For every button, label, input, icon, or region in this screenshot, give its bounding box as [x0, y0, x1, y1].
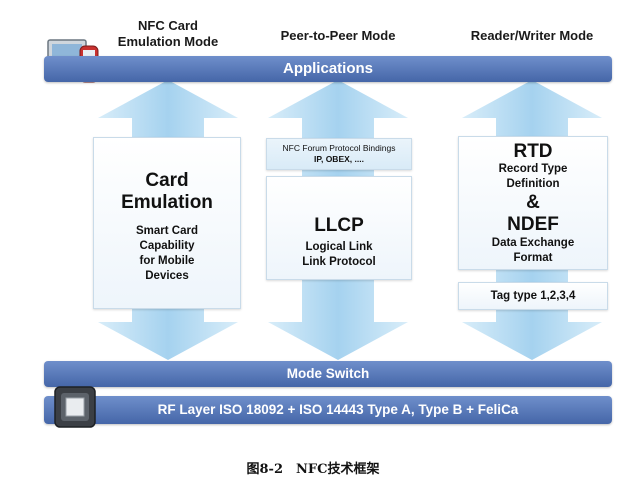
protocol-bindings-line2: IP, OBEX, ....	[314, 154, 364, 164]
rf-layer-bar: RF Layer ISO 18092 + ISO 14443 Type A, T…	[44, 396, 612, 424]
desc-line: Smart Card	[136, 225, 198, 237]
protocol-bindings-line1: NFC Forum Protocol Bindings	[282, 143, 396, 153]
reader-writer-mode-title: Reader/Writer Mode	[470, 28, 594, 43]
rtd-desc-line1: Record Type	[498, 163, 568, 175]
ndef-desc-line2: Format	[513, 252, 553, 264]
ndef-desc-line1: Data Exchange	[491, 237, 575, 249]
card-emulation-panel: Card Emulation Smart Card Capability for…	[93, 137, 241, 309]
tag-type-panel: Tag type 1,2,3,4	[458, 282, 608, 310]
figure-caption: 图8-2 NFC技术框架	[246, 462, 380, 477]
ampersand: &	[526, 192, 540, 213]
mode-title-line2: Emulation Mode	[117, 34, 219, 49]
rtd-ndef-panel: RTD Record Type Definition & NDEF Data E…	[458, 136, 608, 270]
ndef-title: NDEF	[507, 214, 559, 235]
rtd-title: RTD	[513, 141, 553, 162]
llcp-desc-line2: Link Protocol	[302, 256, 376, 268]
llcp-title: LLCP	[314, 215, 364, 236]
llcp-panel: LLCP Logical Link Link Protocol	[266, 176, 412, 280]
chip-icon	[54, 386, 96, 428]
llcp-desc-line1: Logical Link	[305, 241, 373, 253]
card-emulation-title-line1: Card	[145, 170, 189, 191]
applications-bar: Applications	[44, 56, 612, 82]
peer-to-peer-mode-title: Peer-to-Peer Mode	[280, 28, 396, 43]
rtd-desc-line2: Definition	[506, 178, 560, 190]
mode-switch-bar: Mode Switch	[44, 361, 612, 387]
protocol-bindings-panel: NFC Forum Protocol Bindings IP, OBEX, ..…	[266, 138, 412, 170]
desc-line: Devices	[145, 270, 189, 282]
card-emulation-title-line2: Emulation	[121, 192, 213, 213]
card-emulation-mode-title: NFC Card Emulation Mode	[78, 18, 258, 50]
card-emulation-desc: Smart Card Capability for Mobile Devices	[94, 224, 240, 284]
desc-line: for Mobile	[139, 255, 195, 267]
mode-title-line1: NFC Card	[138, 18, 198, 33]
desc-line: Capability	[139, 240, 195, 252]
